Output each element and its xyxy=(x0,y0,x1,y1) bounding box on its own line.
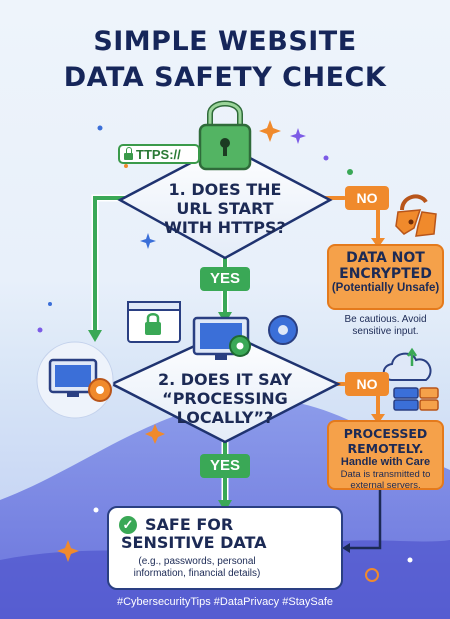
question-1: 1. DOES THE URL START WITH HTTPS? xyxy=(164,180,286,237)
mini-lock-icon xyxy=(124,146,133,160)
safe-heading: SAFE FOR SENSITIVE DATA xyxy=(121,515,267,552)
question-2: 2. DOES IT SAY “PROCESSING LOCALLY”? xyxy=(157,370,293,427)
hashtags: #CybersecurityTips #DataPrivacy #StaySaf… xyxy=(116,596,333,608)
not-encrypted-sub: (Potentially Unsafe) xyxy=(331,282,440,294)
not-encrypted-note: Be cautious. Avoid sensitive input. xyxy=(344,314,427,337)
local-computer-icon xyxy=(36,341,114,419)
browser-window-icon xyxy=(127,301,181,343)
decision-diamond-2 xyxy=(109,330,341,444)
decision-diamond-1 xyxy=(117,143,333,260)
processed-remotely-note: Data is transmitted to external servers. xyxy=(340,469,431,491)
no-label-2: NO xyxy=(345,372,389,396)
broken-lock-icon xyxy=(395,194,437,237)
yes-label-1: YES xyxy=(200,267,250,291)
https-badge-text: TTPS:// xyxy=(136,146,181,162)
padlock-icon xyxy=(198,100,252,171)
check-circle-icon: ✓ xyxy=(119,516,137,534)
processed-remotely-sub: Handle with Care xyxy=(340,456,431,468)
safe-box: ✓ SAFE FOR SENSITIVE DATA (e.g., passwor… xyxy=(107,506,343,590)
title-line-1: SIMPLE WEBSITE xyxy=(93,26,357,57)
no-label-1: NO xyxy=(345,186,389,210)
https-badge: TTPS:// xyxy=(118,144,200,164)
monitor-gear-icon xyxy=(192,315,298,360)
processed-remotely-box: PROCESSED REMOTELY. Handle with Care Dat… xyxy=(327,420,444,491)
safe-detail: (e.g., passwords, personal information, … xyxy=(133,556,261,579)
cloud-server-icon xyxy=(382,347,439,411)
title-line-2: DATA SAFETY CHECK xyxy=(63,62,387,93)
not-encrypted-box: DATA NOT ENCRYPTED (Potentially Unsafe) xyxy=(327,244,444,310)
not-encrypted-heading: DATA NOT ENCRYPTED xyxy=(339,250,432,282)
processed-remotely-heading: PROCESSED REMOTELY. xyxy=(343,426,428,456)
yes-label-2: YES xyxy=(200,454,250,478)
decorative-sparkles xyxy=(37,120,413,582)
